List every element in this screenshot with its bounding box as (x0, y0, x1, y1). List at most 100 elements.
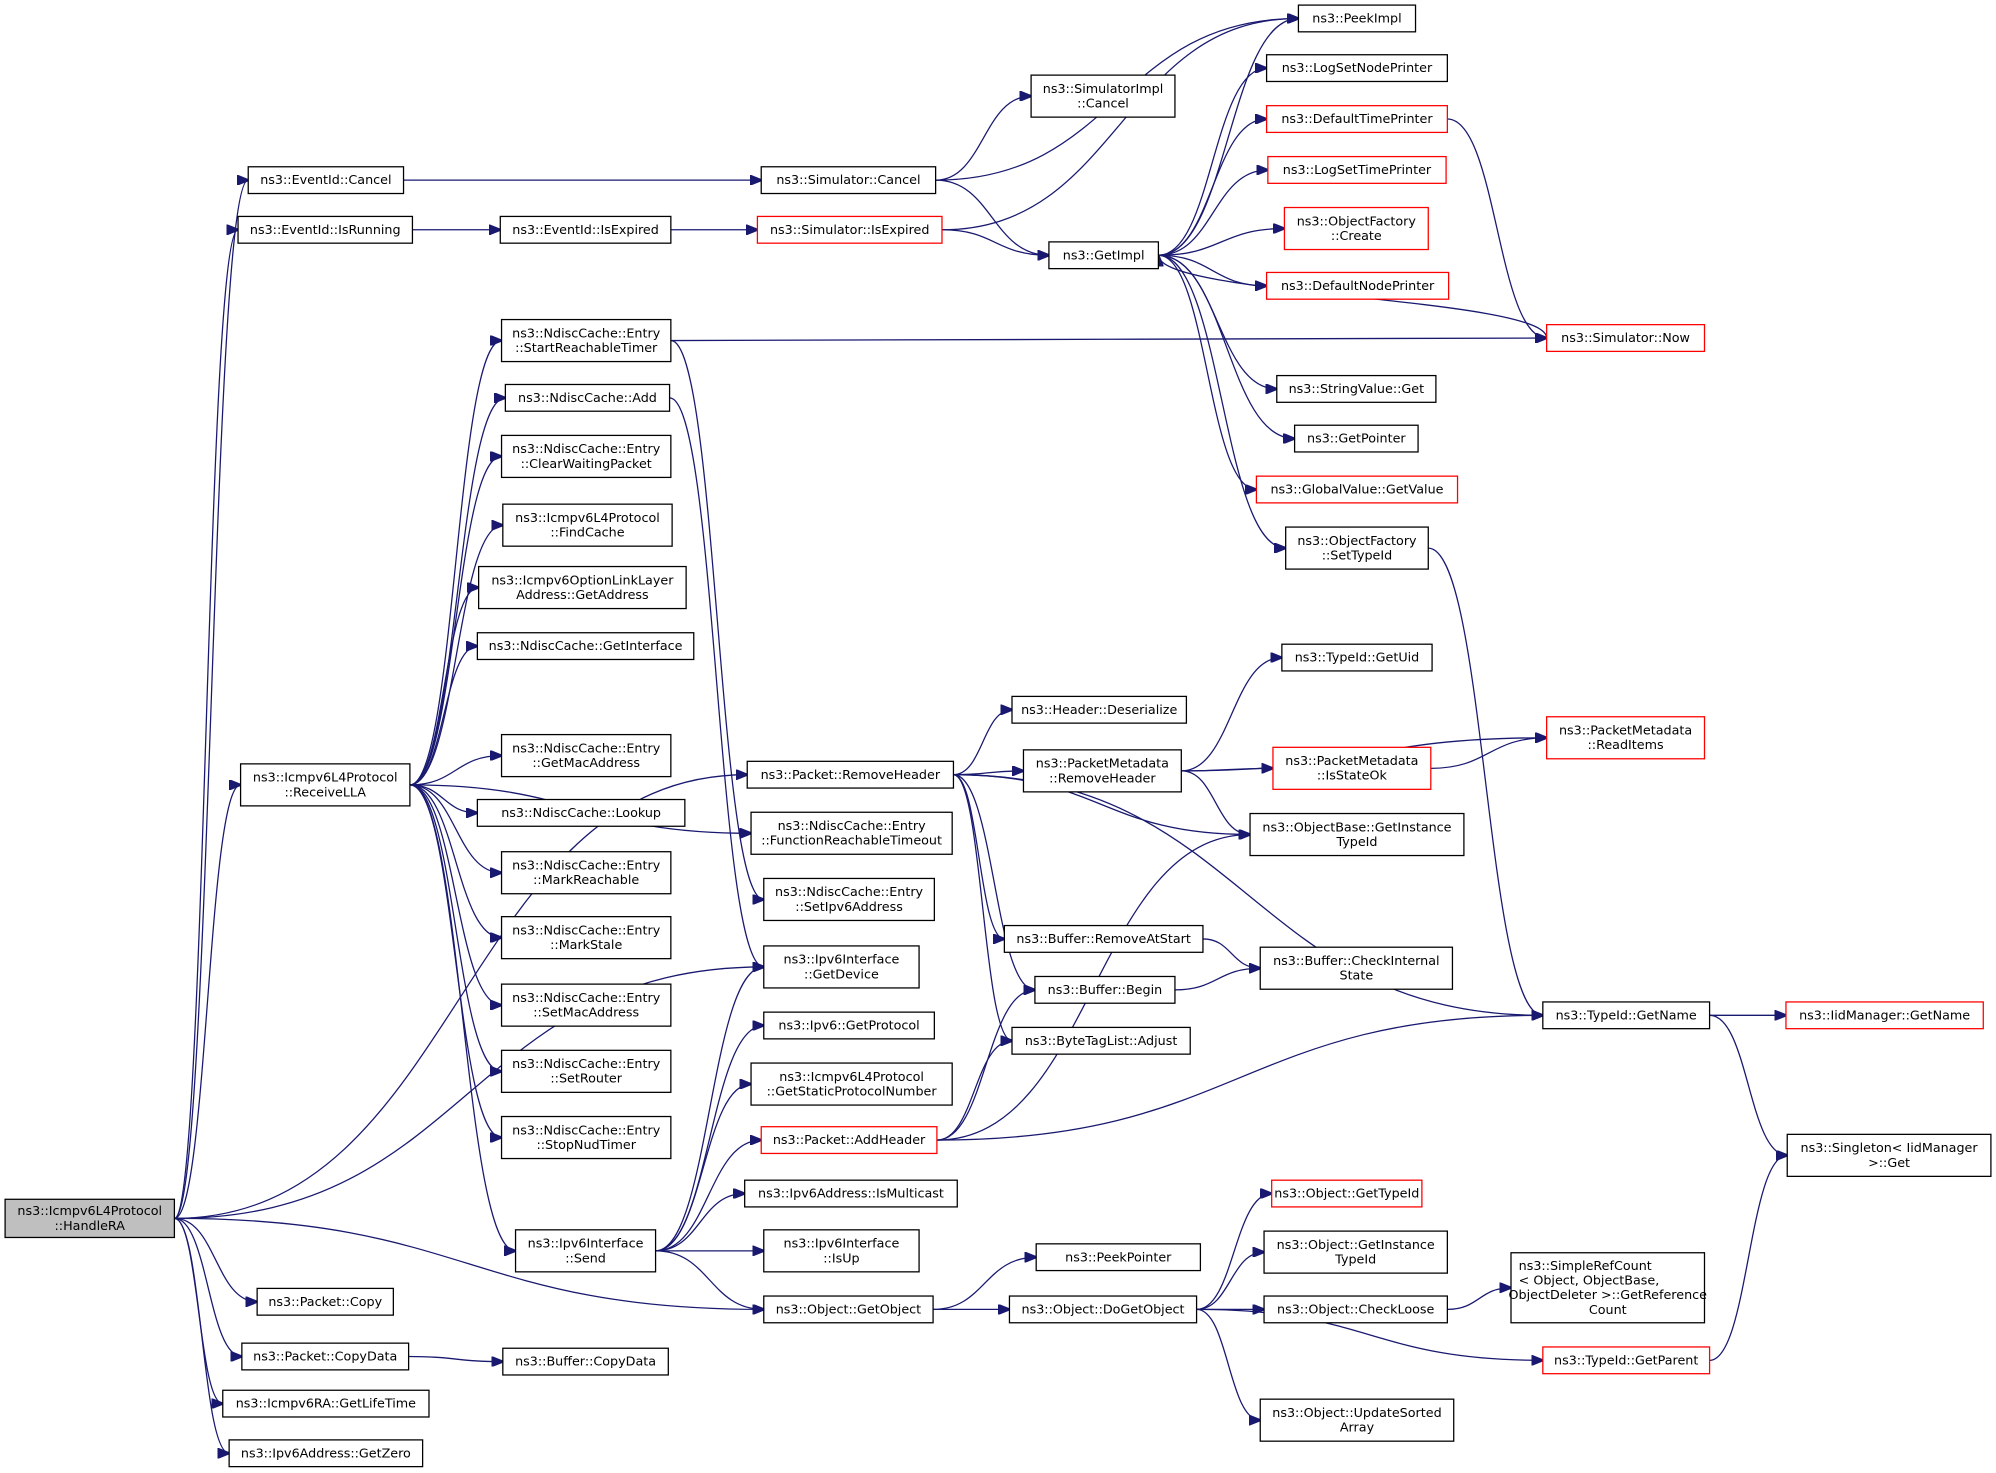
node-box[interactable] (500, 434, 672, 479)
node-box[interactable] (1546, 716, 1706, 760)
node-globalvalue-getvalue[interactable]: ns3::GlobalValue::GetValue (1255, 475, 1459, 504)
node-box[interactable] (228, 1439, 424, 1468)
node-box[interactable] (1265, 105, 1448, 134)
node-box[interactable] (1510, 1252, 1706, 1324)
node-box[interactable] (1259, 1398, 1455, 1442)
node-ipv6if-getdevice[interactable]: ns3::Ipv6Interface::GetDevice (763, 945, 920, 989)
node-box[interactable] (1293, 424, 1419, 453)
node-box[interactable] (744, 1179, 958, 1208)
node-box[interactable] (750, 1062, 953, 1106)
node-stopnudtimer[interactable]: ns3::NdiscCache::Entry::StopNudTimer (500, 1115, 672, 1160)
node-getpointer[interactable]: ns3::GetPointer (1293, 424, 1419, 453)
node-box[interactable] (1259, 946, 1454, 990)
node-box[interactable] (750, 811, 953, 855)
node-pm-readitems[interactable]: ns3::PacketMetadata::ReadItems (1546, 716, 1706, 760)
node-objfactory-create[interactable]: ns3::ObjectFactory::Create (1283, 206, 1429, 251)
node-box[interactable] (1281, 643, 1433, 672)
node-functionreachabletimeout[interactable]: ns3::NdiscCache::Entry::FunctionReachabl… (750, 811, 953, 855)
node-typeid-getname[interactable]: ns3::TypeId::GetName (1542, 1001, 1711, 1030)
node-ra-getlifetime[interactable]: ns3::Icmpv6RA::GetLifeTime (222, 1389, 430, 1418)
node-box[interactable] (500, 983, 672, 1027)
node-iidmanager-getname[interactable]: ns3::IidManager::GetName (1785, 1001, 1984, 1030)
node-box[interactable] (763, 877, 935, 922)
node-box[interactable] (237, 215, 414, 244)
node-box[interactable] (1786, 1133, 1992, 1177)
node-packet-copy[interactable]: ns3::Packet::Copy (256, 1287, 394, 1316)
node-box[interactable] (756, 215, 943, 244)
node-packet-removeheader[interactable]: ns3::Packet::RemoveHeader (746, 760, 955, 789)
node-box[interactable] (222, 1389, 430, 1418)
node-box[interactable] (760, 166, 937, 195)
node-box[interactable] (1263, 1230, 1448, 1274)
node-box[interactable] (763, 1011, 935, 1040)
node-packet-addheader[interactable]: ns3::Packet::AddHeader (760, 1126, 938, 1155)
node-getmacaddress[interactable]: ns3::NdiscCache::Entry::GetMacAddress (500, 733, 672, 778)
node-box[interactable] (504, 383, 671, 412)
node-singleton-get[interactable]: ns3::Singleton< IidManager>::Get (1786, 1133, 1992, 1177)
node-box[interactable] (499, 215, 672, 244)
node-box[interactable] (763, 1295, 934, 1324)
node-getstaticprotocolnumber[interactable]: ns3::Icmpv6L4Protocol::GetStaticProtocol… (750, 1062, 953, 1106)
node-box[interactable] (1542, 1001, 1711, 1030)
node-findcache[interactable]: ns3::Icmpv6L4Protocol::FindCache (502, 503, 673, 547)
node-box[interactable] (1285, 526, 1429, 570)
node-ndisc-getinterface[interactable]: ns3::NdiscCache::GetInterface (476, 632, 695, 661)
node-box[interactable] (1546, 324, 1706, 353)
node-sim-isexpired[interactable]: ns3::Simulator::IsExpired (756, 215, 943, 244)
node-box[interactable] (1249, 812, 1465, 857)
node-typeid-getuid[interactable]: ns3::TypeId::GetUid (1281, 643, 1433, 672)
node-box[interactable] (500, 1115, 672, 1160)
node-stringvalue-get[interactable]: ns3::StringValue::Get (1276, 374, 1437, 403)
node-box[interactable] (1008, 1295, 1198, 1324)
node-box[interactable] (1271, 1179, 1423, 1208)
node-simimpl-cancel[interactable]: ns3::SimulatorImpl::Cancel (1030, 74, 1176, 118)
node-box[interactable] (1283, 206, 1429, 251)
node-box[interactable] (239, 763, 411, 807)
node-box[interactable] (763, 945, 920, 989)
node-box[interactable] (500, 916, 672, 960)
node-peekimpl[interactable]: ns3::PeekImpl (1297, 4, 1417, 33)
node-peekpointer[interactable]: ns3::PeekPointer (1035, 1243, 1202, 1272)
node-ipv6-getprotocol[interactable]: ns3::Ipv6::GetProtocol (763, 1011, 935, 1040)
node-box[interactable] (1022, 749, 1182, 793)
node-box[interactable] (500, 851, 672, 895)
node-markstale[interactable]: ns3::NdiscCache::Entry::MarkStale (500, 916, 672, 960)
node-box[interactable] (476, 798, 686, 827)
node-sim-cancel[interactable]: ns3::Simulator::Cancel (760, 166, 937, 195)
node-box[interactable] (1030, 74, 1176, 118)
node-box[interactable] (1255, 475, 1459, 504)
node-box[interactable] (476, 632, 695, 661)
node-object-getobject[interactable]: ns3::Object::GetObject (763, 1295, 934, 1324)
node-receivella[interactable]: ns3::Icmpv6L4Protocol::ReceiveLLA (239, 763, 411, 807)
node-optionlla-getaddress[interactable]: ns3::Icmpv6OptionLinkLayerAddress::GetAd… (477, 565, 687, 610)
node-eventid-isexpired[interactable]: ns3::EventId::IsExpired (499, 215, 672, 244)
node-box[interactable] (1542, 1346, 1711, 1375)
node-eventid-cancel[interactable]: ns3::EventId::Cancel (247, 166, 405, 195)
node-pm-isstateok[interactable]: ns3::PacketMetadata::IsStateOk (1272, 746, 1432, 790)
node-clearwaitingpacket[interactable]: ns3::NdiscCache::Entry::ClearWaitingPack… (500, 434, 672, 479)
node-sim-now[interactable]: ns3::Simulator::Now (1546, 324, 1706, 353)
node-setipv6address[interactable]: ns3::NdiscCache::Entry::SetIpv6Address (763, 877, 935, 922)
node-box[interactable] (500, 318, 672, 363)
node-object-dogetobject[interactable]: ns3::Object::DoGetObject (1008, 1295, 1198, 1324)
node-box[interactable] (1048, 241, 1160, 270)
node-bytetaglist-adjust[interactable]: ns3::ByteTagList::Adjust (1011, 1026, 1191, 1055)
node-box[interactable] (1011, 695, 1188, 724)
node-logsettimeprinter[interactable]: ns3::LogSetTimePrinter (1267, 155, 1447, 184)
node-setrouter[interactable]: ns3::NdiscCache::Entry::SetRouter (500, 1049, 672, 1093)
node-box[interactable] (1263, 1295, 1448, 1324)
node-ndisc-lookup[interactable]: ns3::NdiscCache::Lookup (476, 798, 686, 827)
node-box[interactable] (4, 1198, 176, 1239)
node-defaultnodeprinter[interactable]: ns3::DefaultNodePrinter (1265, 271, 1450, 300)
node-box[interactable] (760, 1126, 938, 1155)
node-box[interactable] (1785, 1001, 1984, 1030)
node-ipv6addr-getzero[interactable]: ns3::Ipv6Address::GetZero (228, 1439, 424, 1468)
node-box[interactable] (247, 166, 405, 195)
node-simplerefcount-getreferencecount[interactable]: ns3::SimpleRefCount< Object, ObjectBase,… (1509, 1252, 1708, 1324)
node-object-checkloose[interactable]: ns3::Object::CheckLoose (1263, 1295, 1448, 1324)
node-box[interactable] (502, 503, 673, 547)
node-eventid-isrunning[interactable]: ns3::EventId::IsRunning (237, 215, 414, 244)
node-box[interactable] (256, 1287, 394, 1316)
